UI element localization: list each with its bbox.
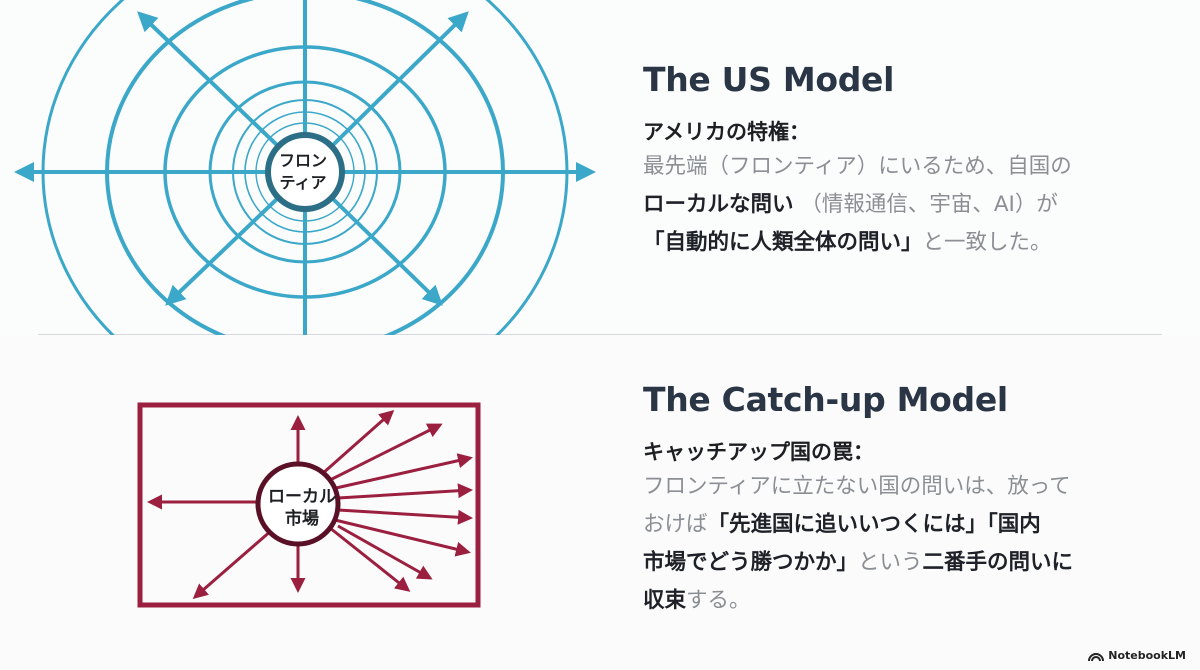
market-boundary-box: [137, 402, 481, 608]
catchup-local-market-diagram: [137, 402, 481, 608]
section-divider: [38, 334, 1162, 335]
radial-arrow-up-right: [330, 11, 469, 148]
us-model-panel: [0, 0, 1200, 335]
cu-body-emphasis1: 「先進国に追いいつくには」「国内: [707, 512, 1041, 537]
cu-body-part2: おけば: [643, 512, 708, 537]
us-body-part1: 最先端（フロンティア）にいるため、自国の: [643, 154, 1072, 179]
local-market-label-line1: ローカル: [268, 487, 336, 507]
cu-body-emphasis3: 二番手の問いに: [922, 550, 1074, 575]
frontier-center-label: フロン ティア: [255, 150, 351, 194]
us-body-emphasis1: ローカルな問い: [643, 192, 794, 217]
frontier-center-node: [265, 132, 345, 212]
market-arrow-r2: [329, 423, 443, 482]
radial-arrow-up-left: [137, 11, 280, 148]
notebooklm-label: NotebookLM: [1108, 649, 1186, 662]
market-arrow-r8: [337, 524, 433, 580]
us-model-body: 最先端（フロンティア）にいるため、自国のローカルな問い （情報通信、宇宙、AI）…: [643, 148, 1163, 262]
cu-body-part3: という: [858, 550, 923, 575]
market-arrow-r4: [337, 483, 473, 500]
catchup-model-subheading: キャッチアップ国の罠：: [643, 440, 874, 464]
market-arrow-down-left: [192, 528, 273, 599]
us-body-emphasis2: 「自動的に人類全体の問い」: [643, 230, 923, 255]
cu-body-part1: フロンティアに立たない国の問いは、放って: [643, 474, 1071, 499]
local-market-center-node: [255, 461, 341, 547]
local-market-center-label: ローカル 市場: [248, 486, 356, 530]
cu-body-emphasis2: 市場でどう勝つかか」: [643, 550, 859, 575]
market-arrow-r3: [335, 453, 473, 490]
market-arrow-r7: [329, 526, 411, 592]
local-market-label-line2: 市場: [285, 509, 319, 529]
us-model-subheading: アメリカの特権：: [643, 120, 810, 144]
radial-arrow-down-right: [330, 196, 443, 306]
us-frontier-diagram: [14, 0, 596, 335]
catchup-model-text: The Catch-up Model キャッチアップ国の罠： フロンティアに立た…: [643, 378, 1163, 620]
catchup-model-body: フロンティアに立たない国の問いは、放っておけば「先進国に追いいつくには」「国内市…: [643, 468, 1163, 620]
market-arrow-r5: [337, 508, 473, 525]
frontier-label-line1: フロン: [278, 151, 327, 170]
market-arrow-r1: [321, 410, 395, 476]
cu-body-part4: する。: [686, 588, 751, 613]
market-arrow-r6: [334, 518, 471, 557]
us-model-text: The US Model アメリカの特権： 最先端（フロンティア）にいるため、自…: [643, 58, 1163, 262]
notebooklm-branding: NotebookLM: [1088, 649, 1186, 662]
us-body-part2: （情報通信、宇宙、AI）が: [793, 192, 1058, 217]
cu-body-emphasis4: 収束: [643, 588, 687, 613]
us-body-part3: と一致した。: [922, 230, 1052, 255]
catchup-model-heading: The Catch-up Model: [643, 380, 1008, 419]
us-model-heading: The US Model: [643, 60, 895, 99]
frontier-label-line2: ティア: [279, 173, 327, 192]
notebooklm-logo-icon: [1088, 652, 1105, 661]
radial-arrow-down-left: [165, 196, 280, 306]
